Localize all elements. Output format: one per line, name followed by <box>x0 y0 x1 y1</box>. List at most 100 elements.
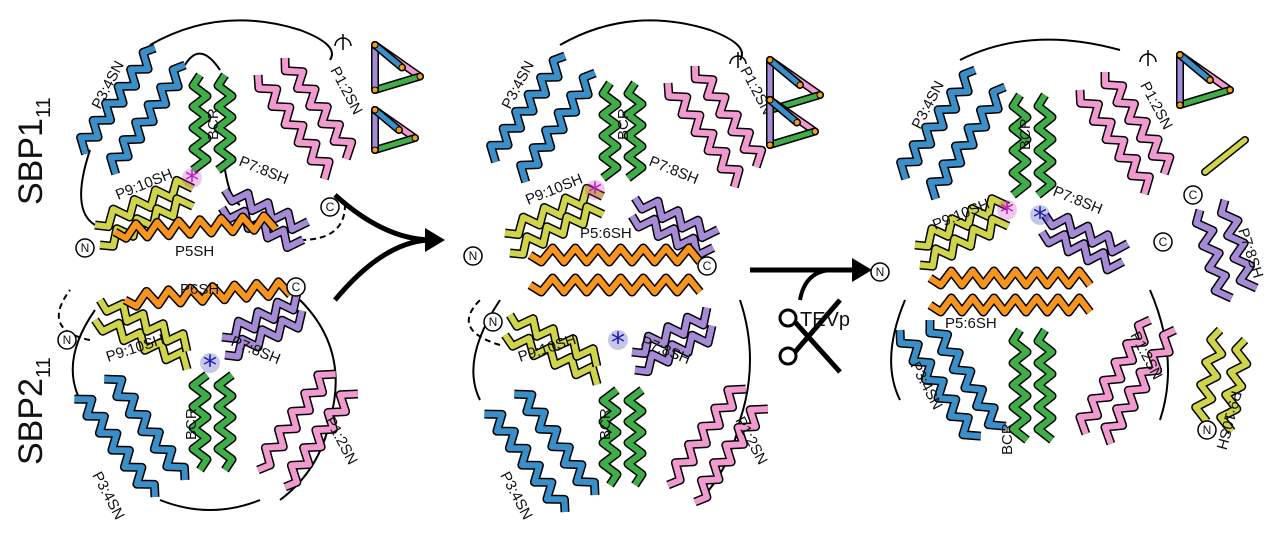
sbp1-title: SBP111 <box>12 97 55 205</box>
loop-0 <box>149 19 333 61</box>
helix-bcr-1 <box>598 386 622 488</box>
helix-p5 <box>927 266 1094 290</box>
label-p56: P5:6SH <box>580 225 632 242</box>
rotation-view-icon <box>1139 50 1157 66</box>
helix-p2 <box>280 57 357 161</box>
terminus-label: N <box>469 249 478 263</box>
helix-p7 <box>1041 212 1130 257</box>
mutation-marker-icon: * <box>608 326 628 359</box>
termini: N C C N N C N N C C N <box>57 185 1217 440</box>
helix-p1b <box>1075 315 1152 436</box>
n-terminus: N <box>1197 420 1217 440</box>
helix-p10 <box>506 312 602 368</box>
helix-p7 <box>221 187 310 235</box>
markers: ****** <box>182 164 1050 382</box>
sbp2-name: SBP2 <box>12 378 50 465</box>
helix-p6 <box>122 277 294 311</box>
label-bcr: BCR <box>205 108 222 140</box>
n-terminus: N <box>75 238 95 258</box>
helix-p3 <box>486 51 567 164</box>
dashed-loop-0 <box>299 204 346 241</box>
svg-text:*: * <box>185 164 199 197</box>
helices <box>74 43 1259 513</box>
helix-p6 <box>527 273 704 297</box>
helix-p10 <box>96 297 192 353</box>
helix-bcr-1 <box>188 72 212 174</box>
helix-p7 <box>224 309 307 362</box>
c-terminus: C <box>1153 232 1173 252</box>
helix-p1 <box>1075 89 1154 196</box>
helix-p8 <box>221 291 302 343</box>
terminus-label: N <box>63 333 72 347</box>
label-p6: P6SH <box>180 281 219 298</box>
helix-p10 <box>919 214 1011 271</box>
terminus-label: N <box>81 241 90 255</box>
helix-bcr-4 <box>1033 327 1057 444</box>
helix-p10-free <box>1216 336 1252 435</box>
terminus-label: C <box>1159 235 1168 249</box>
terminus-label: C <box>703 259 712 273</box>
helix-bcr-1 <box>598 80 622 182</box>
helix-p3-0 <box>896 65 977 181</box>
helix-p4 <box>514 389 600 496</box>
svg-text:*: * <box>611 326 625 359</box>
mutation-marker-icon: * <box>1030 201 1050 234</box>
helix-bcr-2 <box>623 80 647 182</box>
helix-p2 <box>283 389 359 492</box>
label-bcr: BCR <box>183 408 200 440</box>
c-terminus: C <box>1183 185 1203 205</box>
label-bcr: BCR <box>615 108 632 140</box>
helix-p7 <box>631 195 720 243</box>
helix-p3 <box>76 43 157 156</box>
helix-p7-free <box>1191 208 1234 303</box>
helix-bcr-1 <box>1008 92 1032 199</box>
helix-bcr-2 <box>623 386 647 488</box>
scissors-icon <box>778 298 842 374</box>
label-p78: P7:8SH <box>237 153 291 188</box>
terminus-label: C <box>326 200 335 214</box>
label-p34: P3:4SN <box>496 469 535 523</box>
helix-p9-free <box>1191 326 1227 425</box>
loop-10 <box>890 299 906 401</box>
helix-p8 <box>628 213 716 260</box>
helix-p3b <box>895 329 982 441</box>
n-terminus: N <box>483 312 503 332</box>
helix-p1 <box>666 384 746 490</box>
terminus-label: C <box>1189 188 1198 202</box>
topology-icons <box>334 34 1249 176</box>
dashed-loop-1 <box>57 289 91 341</box>
arrow-assembly <box>333 193 445 302</box>
helix-p9 <box>501 332 602 386</box>
helix-p7 <box>634 324 717 377</box>
label-p78: P7:8SH <box>647 153 701 188</box>
loop-5 <box>959 38 1121 61</box>
loop-4 <box>559 19 743 61</box>
label-bcr: BCR <box>597 408 614 440</box>
terminus-label: C <box>292 280 301 294</box>
helix-bcr-2 <box>213 72 237 174</box>
sbp1-subscript: 11 <box>33 97 55 118</box>
svg-text:*: * <box>1033 201 1047 234</box>
helix-p2 <box>693 404 769 507</box>
terminus-label: N <box>489 315 498 329</box>
helix-p4b <box>925 319 1007 431</box>
rotation-view-icon <box>729 52 747 68</box>
n-terminus: N <box>463 246 483 266</box>
c-terminus: C <box>286 277 306 297</box>
helix-bcr-1 <box>188 371 212 473</box>
helix-p2 <box>690 65 767 169</box>
helix-p4 <box>104 374 190 481</box>
terminus-label: N <box>1203 423 1212 437</box>
helix-p3 <box>74 394 160 498</box>
label-bcr: BCR <box>999 423 1016 455</box>
c-terminus: C <box>697 256 717 276</box>
loop-1 <box>184 52 221 71</box>
helix-p9 <box>504 183 605 240</box>
helix-p1 <box>256 369 336 475</box>
helix-p6 <box>927 293 1094 317</box>
n-terminus: N <box>870 262 890 282</box>
n-terminus: N <box>57 330 77 350</box>
mutation-marker-icon: * <box>997 196 1017 229</box>
label-bcr: BCR <box>1017 118 1034 150</box>
